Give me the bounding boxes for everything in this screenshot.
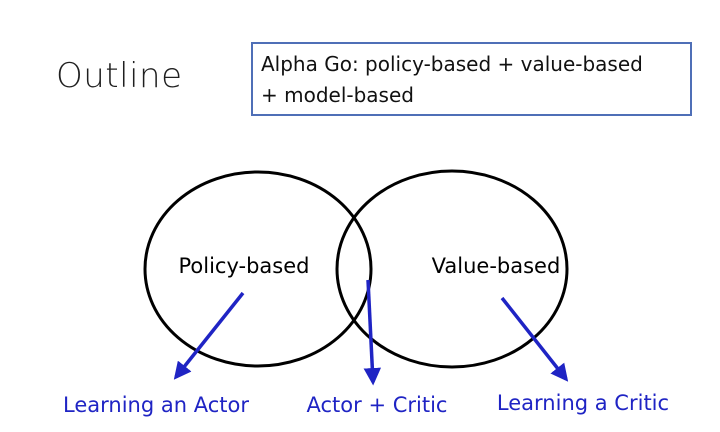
arrow-to-critic [500,296,569,382]
note-line-1: Alpha Go: policy-based + value-based [261,52,643,76]
learning-critic-label: Learning a Critic [497,391,669,415]
learning-actor-label: Learning an Actor [63,393,249,417]
actor-critic-label: Actor + Critic [307,393,448,417]
slide-title: Outline [56,56,183,96]
value-based-label: Value-based [432,254,561,278]
arrow-to-actor-critic [363,279,382,386]
policy-based-circle [143,170,373,368]
policy-based-label: Policy-based [178,254,309,278]
arrow-to-actor [173,291,245,380]
value-based-circle [335,169,569,369]
alphago-note-box: Alpha Go: policy-based + value-based + m… [251,42,692,116]
note-line-2: + model-based [261,83,414,107]
